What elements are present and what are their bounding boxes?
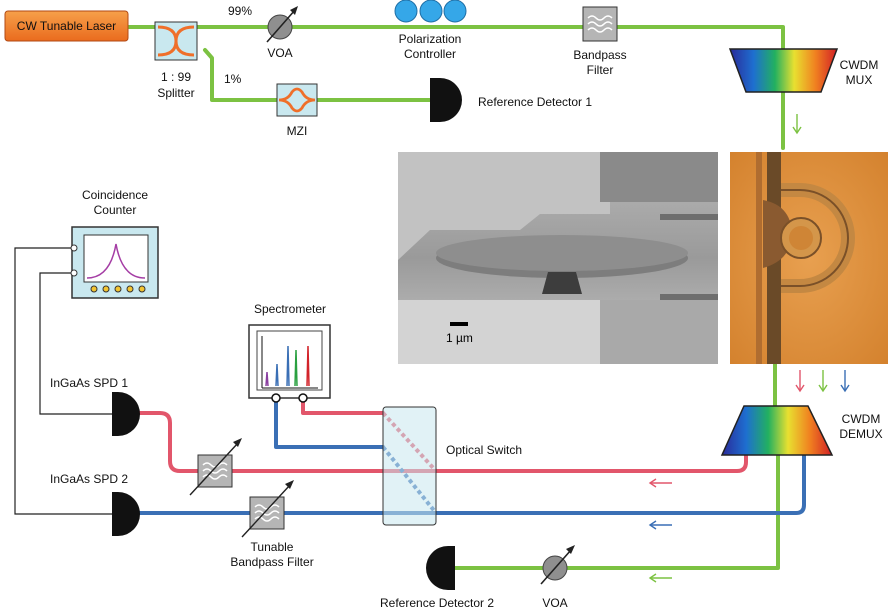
voa-top-icon (266, 6, 298, 43)
pct1-label: 1% (224, 72, 242, 86)
mzi-label: MZI (286, 124, 308, 138)
spd1-label: InGaAs SPD 1 (50, 376, 129, 390)
voa-top-label: VOA (267, 46, 293, 60)
tunable-filter-1-icon (189, 438, 242, 496)
coincidence-counter-label-line1: Coincidence (81, 188, 149, 202)
tunable-filter-label-line1: Tunable (250, 540, 294, 554)
laser-label: CW Tunable Laser (16, 19, 117, 33)
bandpass-filter-icon (582, 6, 618, 42)
coincidence-counter-label-line2: Counter (93, 203, 137, 217)
scale-bar-label: 1 µm (446, 331, 473, 345)
ring-resonator-micrograph (730, 152, 888, 364)
optical-switch-box (382, 406, 437, 526)
sem-micrograph (398, 152, 718, 364)
splitter-label-line2: Splitter (157, 86, 195, 100)
tunable-filter-label-line2: Bandpass Filter (230, 555, 314, 569)
counter-wires (14, 247, 112, 515)
cwdm-demux-label-line1: CWDM (841, 412, 881, 426)
polarization-controller-icon (394, 0, 467, 23)
splitter-icon (154, 21, 198, 61)
mzi-icon (276, 83, 318, 117)
direction-arrows (648, 114, 850, 583)
reference-detector-2-label: Reference Detector 2 (380, 596, 495, 610)
cwdm-mux-label-line1: CWDM (839, 58, 879, 72)
blue-fiber-paths (135, 394, 806, 515)
bandpass-filter-label-line2: Filter (586, 63, 614, 77)
reference-detector-1-icon (430, 78, 462, 122)
optical-switch-label: Optical Switch (446, 443, 523, 457)
reference-detector-2-icon (426, 546, 455, 590)
voa-bottom-label: VOA (542, 596, 568, 610)
cw-tunable-laser-box (4, 10, 129, 42)
tunable-filter-2-icon (241, 480, 294, 538)
bandpass-filter-label-line1: Bandpass (573, 48, 627, 62)
polarization-controller-label-line2: Controller (403, 47, 457, 61)
cwdm-mux-icon (728, 48, 839, 93)
ingaas-spd-2-icon (112, 492, 140, 536)
polarization-controller-label-line1: Polarization (398, 32, 462, 46)
cwdm-mux-label-line2: MUX (845, 73, 873, 87)
splitter-label-line1: 1 : 99 (160, 70, 192, 84)
pct99-label: 99% (228, 4, 253, 18)
reference-detector-1-label: Reference Detector 1 (478, 95, 593, 109)
voa-bottom-icon (540, 545, 575, 585)
coincidence-counter-icon (70, 226, 159, 299)
cwdm-demux-icon (720, 405, 834, 456)
cwdm-demux-label-line2: DEMUX (839, 427, 883, 441)
ingaas-spd-1-icon (112, 392, 140, 436)
spd2-label: InGaAs SPD 2 (50, 472, 129, 486)
spectrometer-icon (248, 324, 331, 403)
spectrometer-label: Spectrometer (253, 302, 327, 316)
